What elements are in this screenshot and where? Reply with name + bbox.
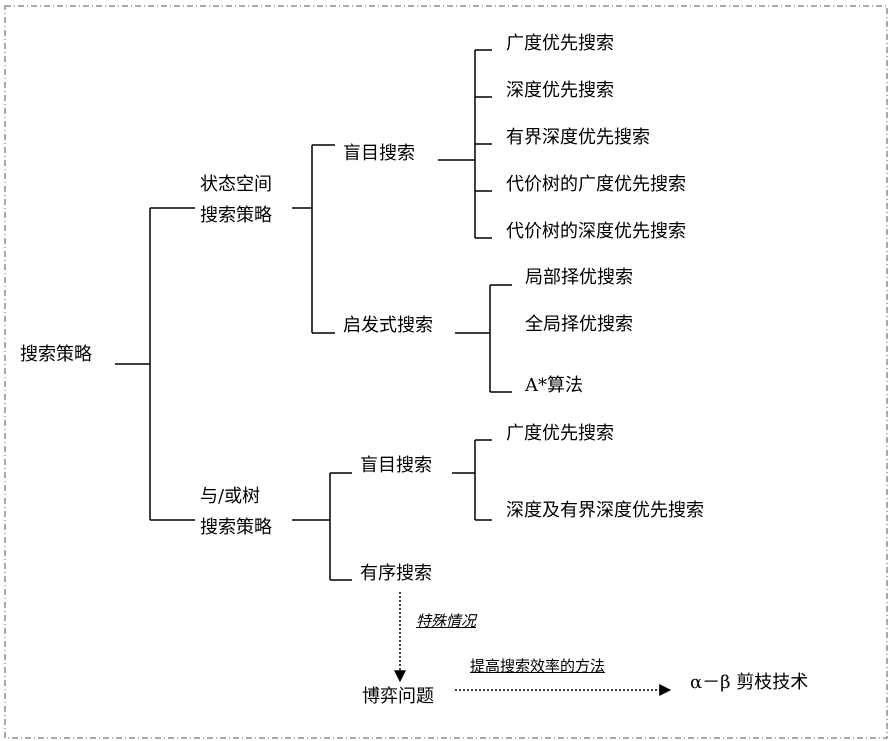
blind-item-breadth: 广度优先搜索 (506, 33, 614, 54)
blind-item-cost-tree-depth: 代价树的深度优先搜索 (506, 221, 686, 242)
blind-search-label: 盲目搜索 (343, 143, 415, 164)
heuristic-search-label: 启发式搜索 (343, 315, 433, 336)
game-problem-label: 博弈问题 (362, 686, 434, 707)
blind-item-depth: 深度优先搜索 (506, 80, 614, 101)
heuristic-item-local: 局部择优搜索 (525, 267, 633, 288)
and-or-blind-item-depth: 深度及有界深度优先搜索 (506, 500, 704, 521)
and-or-blind-label: 盲目搜索 (360, 455, 432, 476)
alpha-beta-pruning-label: α－β 剪枝技术 (690, 672, 809, 693)
blind-item-cost-tree-breadth: 代价树的广度优先搜索 (506, 174, 686, 195)
special-case-label: 特殊情况 (416, 612, 477, 630)
state-space-label-line2: 搜索策略 (200, 205, 272, 226)
efficiency-method-label: 提高搜索效率的方法 (470, 657, 606, 675)
outer-border (4, 5, 888, 739)
and-or-label-line2: 搜索策略 (200, 517, 272, 538)
root-label: 搜索策略 (20, 344, 92, 365)
and-or-label-line1: 与/或树 (200, 486, 261, 507)
blind-item-bounded-depth: 有界深度优先搜索 (506, 127, 650, 148)
and-or-blind-item-breadth: 广度优先搜索 (506, 423, 614, 444)
ordered-search-label: 有序搜索 (360, 563, 432, 584)
heuristic-item-a-star: A*算法 (525, 375, 583, 396)
state-space-label-line1: 状态空间 (200, 174, 272, 195)
heuristic-item-global: 全局择优搜索 (525, 314, 633, 335)
